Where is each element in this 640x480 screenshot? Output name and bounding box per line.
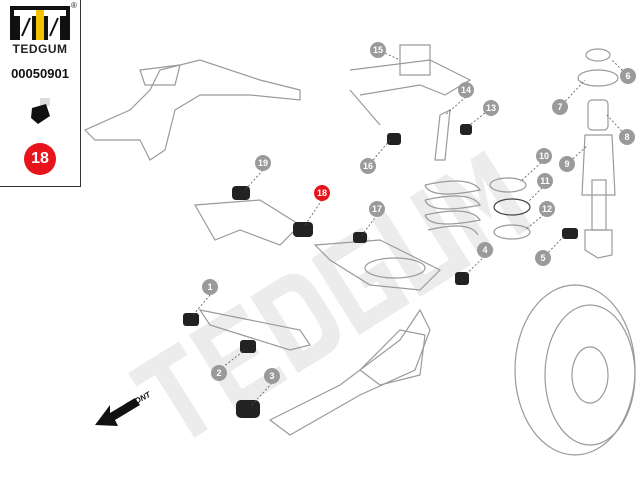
callout-7[interactable]: 7 bbox=[552, 99, 568, 115]
callout-9[interactable]: 9 bbox=[559, 156, 575, 172]
callout-3[interactable]: 3 bbox=[264, 368, 280, 384]
callout-11[interactable]: 11 bbox=[537, 173, 553, 189]
parts-outline bbox=[83, 44, 636, 456]
watermark-letter-u bbox=[372, 188, 471, 297]
tedgum-logo bbox=[10, 6, 70, 40]
callout-16[interactable]: 16 bbox=[360, 158, 376, 174]
callout-4[interactable]: 4 bbox=[477, 242, 493, 258]
callout-10[interactable]: 10 bbox=[536, 148, 552, 164]
callout-18-selected[interactable]: 18 bbox=[314, 185, 330, 201]
part-number: 00050901 bbox=[11, 66, 69, 81]
callout-8[interactable]: 8 bbox=[619, 129, 635, 145]
registered-mark: ® bbox=[71, 1, 77, 10]
callout-17[interactable]: 17 bbox=[369, 201, 385, 217]
bushings bbox=[183, 124, 578, 418]
front-arrow-icon bbox=[95, 398, 140, 426]
brand-name: TEDGUM bbox=[12, 42, 68, 56]
watermark-letter-d bbox=[250, 273, 340, 374]
part-info-panel: ® TEDGUM 00050901 18 bbox=[0, 0, 81, 187]
callout-14[interactable]: 14 bbox=[458, 82, 474, 98]
callout-12[interactable]: 12 bbox=[539, 201, 555, 217]
watermark-letter-t bbox=[128, 341, 208, 438]
selected-position-badge: 18 bbox=[24, 143, 56, 175]
callout-5[interactable]: 5 bbox=[535, 250, 551, 266]
callout-15[interactable]: 15 bbox=[370, 42, 386, 58]
watermark bbox=[128, 150, 532, 438]
callout-1[interactable]: 1 bbox=[202, 279, 218, 295]
bushing-thumbnail-icon bbox=[31, 98, 50, 124]
callout-6[interactable]: 6 bbox=[620, 68, 636, 84]
callout-19[interactable]: 19 bbox=[255, 155, 271, 171]
callout-13[interactable]: 13 bbox=[483, 100, 499, 116]
callout-2[interactable]: 2 bbox=[211, 365, 227, 381]
